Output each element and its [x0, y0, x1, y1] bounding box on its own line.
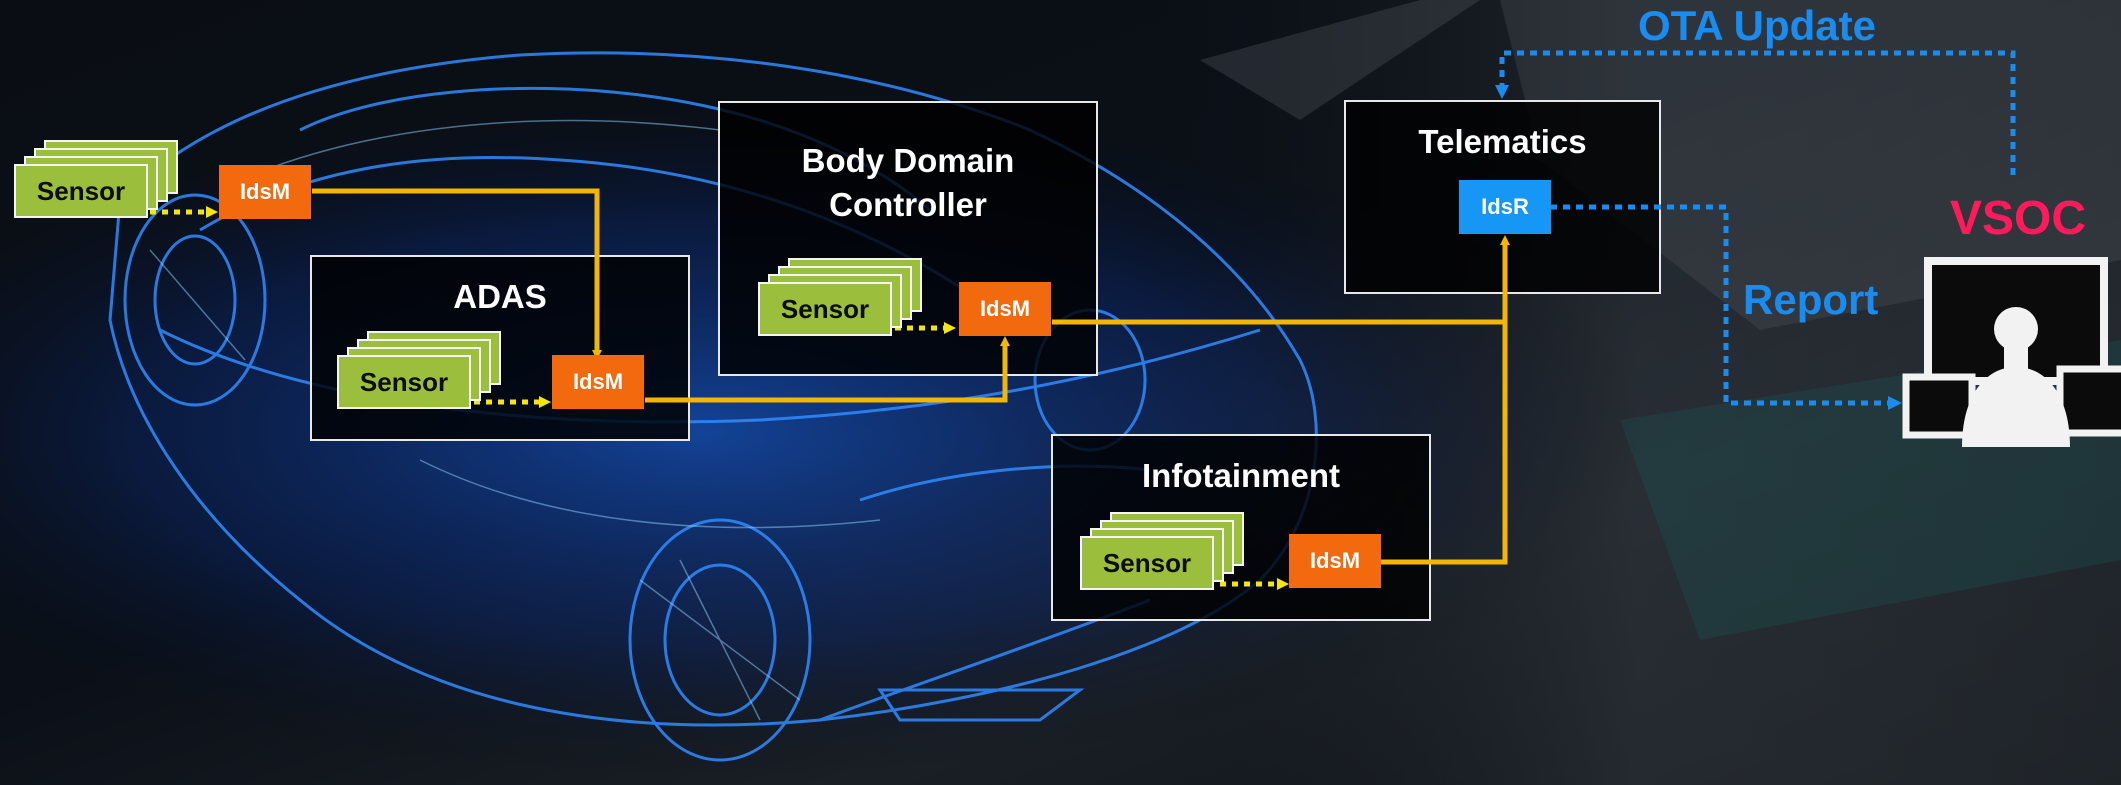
- vsoc-label: VSOC: [1950, 192, 2087, 245]
- report-link: [1550, 204, 1902, 410]
- sensor-label: Sensor: [780, 293, 870, 324]
- sensor-stack-body: Sensor: [758, 258, 922, 338]
- idsm-adas: IdsM: [552, 355, 644, 409]
- panel-title: Body Domain Controller: [801, 142, 1015, 223]
- link-top-idsm-to-adas-idsm: [312, 188, 602, 360]
- link-infotainment-idsm-to-idsr: [1381, 235, 1510, 565]
- link-adas-idsm-to-body-idsm: [645, 336, 1010, 403]
- sensor-stack-top: Sensor: [14, 140, 178, 220]
- panel-title: Telematics: [1418, 123, 1587, 160]
- idsm-infotainment: IdsM: [1289, 534, 1381, 588]
- report-label: Report: [1743, 276, 1879, 323]
- panel-title: Infotainment: [1142, 457, 1340, 494]
- idsm-top: IdsM: [219, 165, 311, 219]
- panel-title: ADAS: [453, 278, 547, 315]
- idsm-body: IdsM: [959, 282, 1051, 336]
- sensor-stack-infotainment: Sensor: [1080, 512, 1244, 592]
- idsr-telematics: IdsR: [1459, 180, 1551, 234]
- security-operator-workstation-icon: [1902, 257, 2121, 447]
- ota-update-link: [1495, 50, 2016, 175]
- sensor-stack-adas: Sensor: [337, 331, 501, 411]
- ota-update-label: OTA Update: [1638, 2, 1876, 49]
- sensor-label: Sensor: [359, 366, 449, 397]
- sensor-label: Sensor: [1102, 547, 1192, 578]
- sensor-label: Sensor: [36, 175, 126, 206]
